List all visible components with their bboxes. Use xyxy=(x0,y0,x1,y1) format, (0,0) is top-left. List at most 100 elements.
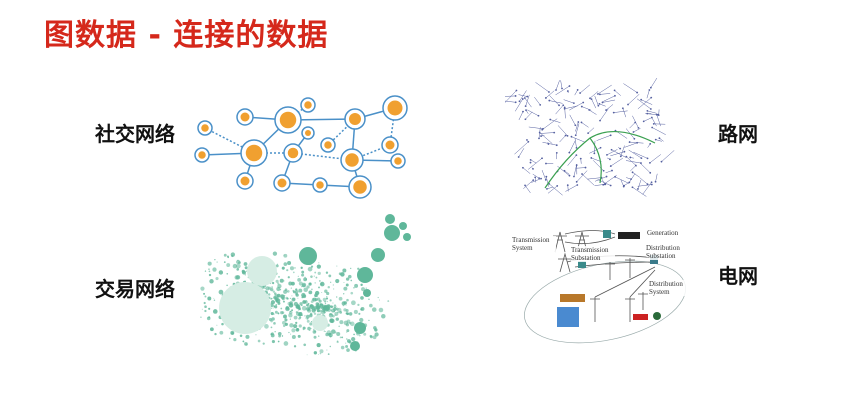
transaction-node xyxy=(291,281,295,286)
road-junction xyxy=(640,162,642,164)
transaction-node xyxy=(298,281,303,286)
transaction-node xyxy=(319,352,322,355)
transaction-node xyxy=(314,298,318,302)
road-segment xyxy=(547,185,558,194)
transaction-node xyxy=(321,292,323,294)
transaction-node xyxy=(328,274,332,278)
road-junction xyxy=(589,97,591,100)
road-junction xyxy=(568,174,571,177)
road-junction xyxy=(606,153,608,156)
transaction-node xyxy=(242,340,245,343)
road-segment xyxy=(571,136,586,143)
road-segment xyxy=(602,99,616,103)
transaction-node xyxy=(348,274,352,279)
road-junction xyxy=(627,103,629,106)
road-junction xyxy=(633,137,636,140)
road-junction xyxy=(628,141,631,143)
transaction-node xyxy=(306,354,308,356)
transaction-node xyxy=(350,279,353,282)
road-segment xyxy=(599,108,609,121)
transaction-node xyxy=(283,341,289,346)
road-segment xyxy=(575,121,579,132)
transaction-node xyxy=(277,284,282,289)
transaction-node xyxy=(326,304,331,309)
road-junction xyxy=(566,134,569,137)
transaction-node xyxy=(277,312,280,315)
road-segment xyxy=(574,138,577,148)
transaction-node xyxy=(286,269,289,272)
transaction-node xyxy=(324,302,327,305)
transaction-node xyxy=(305,278,307,280)
road-junction xyxy=(593,152,596,155)
transaction-node xyxy=(212,309,218,314)
road-segment xyxy=(630,165,637,172)
road-junction xyxy=(601,101,604,104)
road-segment xyxy=(594,184,606,186)
road-junction xyxy=(522,110,524,113)
transaction-node xyxy=(301,270,305,274)
road-junction xyxy=(632,131,635,133)
label-transmission-substation: Transmission Substation xyxy=(571,246,615,262)
road-junction xyxy=(649,171,652,174)
transaction-node xyxy=(335,307,339,311)
transaction-node xyxy=(286,297,289,300)
transaction-node xyxy=(289,310,292,313)
label-transmission-system: Transmission System xyxy=(512,236,556,252)
transaction-node xyxy=(257,339,261,343)
transaction-node xyxy=(318,262,320,264)
road-network-image xyxy=(505,78,675,197)
transaction-node xyxy=(339,320,344,325)
transaction-node xyxy=(336,265,338,267)
road-junction xyxy=(650,183,653,186)
road-segment xyxy=(601,179,605,185)
transaction-node xyxy=(360,308,363,311)
label-social-network: 社交网络 xyxy=(95,122,175,146)
transaction-node xyxy=(270,333,275,338)
road-junction xyxy=(573,175,575,178)
road-junction xyxy=(532,167,534,170)
transaction-node xyxy=(223,253,227,257)
transaction-node xyxy=(338,325,341,328)
road-segment xyxy=(643,117,652,122)
transaction-hub xyxy=(299,247,317,265)
road-junction xyxy=(648,89,651,91)
road-junction xyxy=(580,105,583,108)
transaction-node xyxy=(275,298,281,304)
road-junction xyxy=(619,147,622,150)
transaction-node xyxy=(288,310,293,315)
road-segment xyxy=(627,93,640,105)
transaction-node xyxy=(332,284,334,286)
road-segment xyxy=(592,160,604,171)
transaction-hub xyxy=(219,282,271,334)
road-segment xyxy=(550,119,561,123)
road-segment xyxy=(637,179,642,190)
road-junction xyxy=(629,156,632,159)
transaction-node xyxy=(316,264,321,269)
transaction-node xyxy=(200,316,202,318)
transaction-node xyxy=(346,339,351,343)
road-segment xyxy=(542,141,557,146)
road-junction xyxy=(540,135,542,137)
road-junction xyxy=(576,184,579,186)
transaction-node xyxy=(348,312,353,316)
transaction-node xyxy=(342,304,344,307)
road-segment xyxy=(624,142,638,148)
road-segment xyxy=(569,114,576,126)
transaction-node xyxy=(315,290,320,296)
road-junction xyxy=(654,180,657,183)
transaction-node xyxy=(353,287,355,289)
road-segment xyxy=(610,157,623,167)
road-junction xyxy=(646,112,649,115)
person-icon xyxy=(304,101,312,109)
transaction-node xyxy=(341,336,344,339)
transaction-node xyxy=(343,293,345,295)
transaction-node xyxy=(324,300,326,303)
transaction-node xyxy=(214,332,217,336)
road-segment xyxy=(632,115,639,128)
transaction-node xyxy=(281,320,286,325)
transaction-node xyxy=(274,292,277,295)
road-segment xyxy=(545,90,555,99)
transaction-node xyxy=(284,288,288,291)
road-junction xyxy=(553,131,556,134)
transaction-node xyxy=(378,307,384,313)
